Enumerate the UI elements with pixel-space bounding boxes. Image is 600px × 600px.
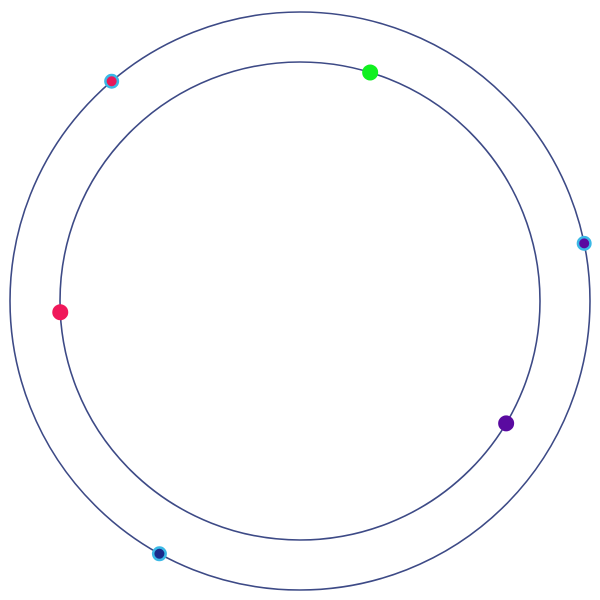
outer-dot-crimson-core bbox=[106, 76, 117, 87]
outer-dot-navy[interactable] bbox=[151, 546, 167, 562]
inner-dot-crimson-core bbox=[52, 304, 69, 321]
dots-layer bbox=[52, 64, 592, 562]
outer-dot-crimson[interactable] bbox=[104, 73, 120, 89]
inner-ring bbox=[59, 61, 541, 541]
outer-dot-navy-core bbox=[154, 548, 165, 559]
inner-dot-crimson[interactable] bbox=[52, 304, 69, 321]
rings-layer bbox=[9, 11, 591, 591]
inner-dot-green-core bbox=[362, 64, 379, 81]
inner-dot-purple-core bbox=[498, 415, 515, 432]
outer-dot-purple[interactable] bbox=[576, 235, 592, 251]
inner-dot-green[interactable] bbox=[362, 64, 379, 81]
inner-dot-purple[interactable] bbox=[498, 415, 515, 432]
outer-dot-purple-core bbox=[579, 238, 590, 249]
outer-ring bbox=[9, 11, 591, 591]
